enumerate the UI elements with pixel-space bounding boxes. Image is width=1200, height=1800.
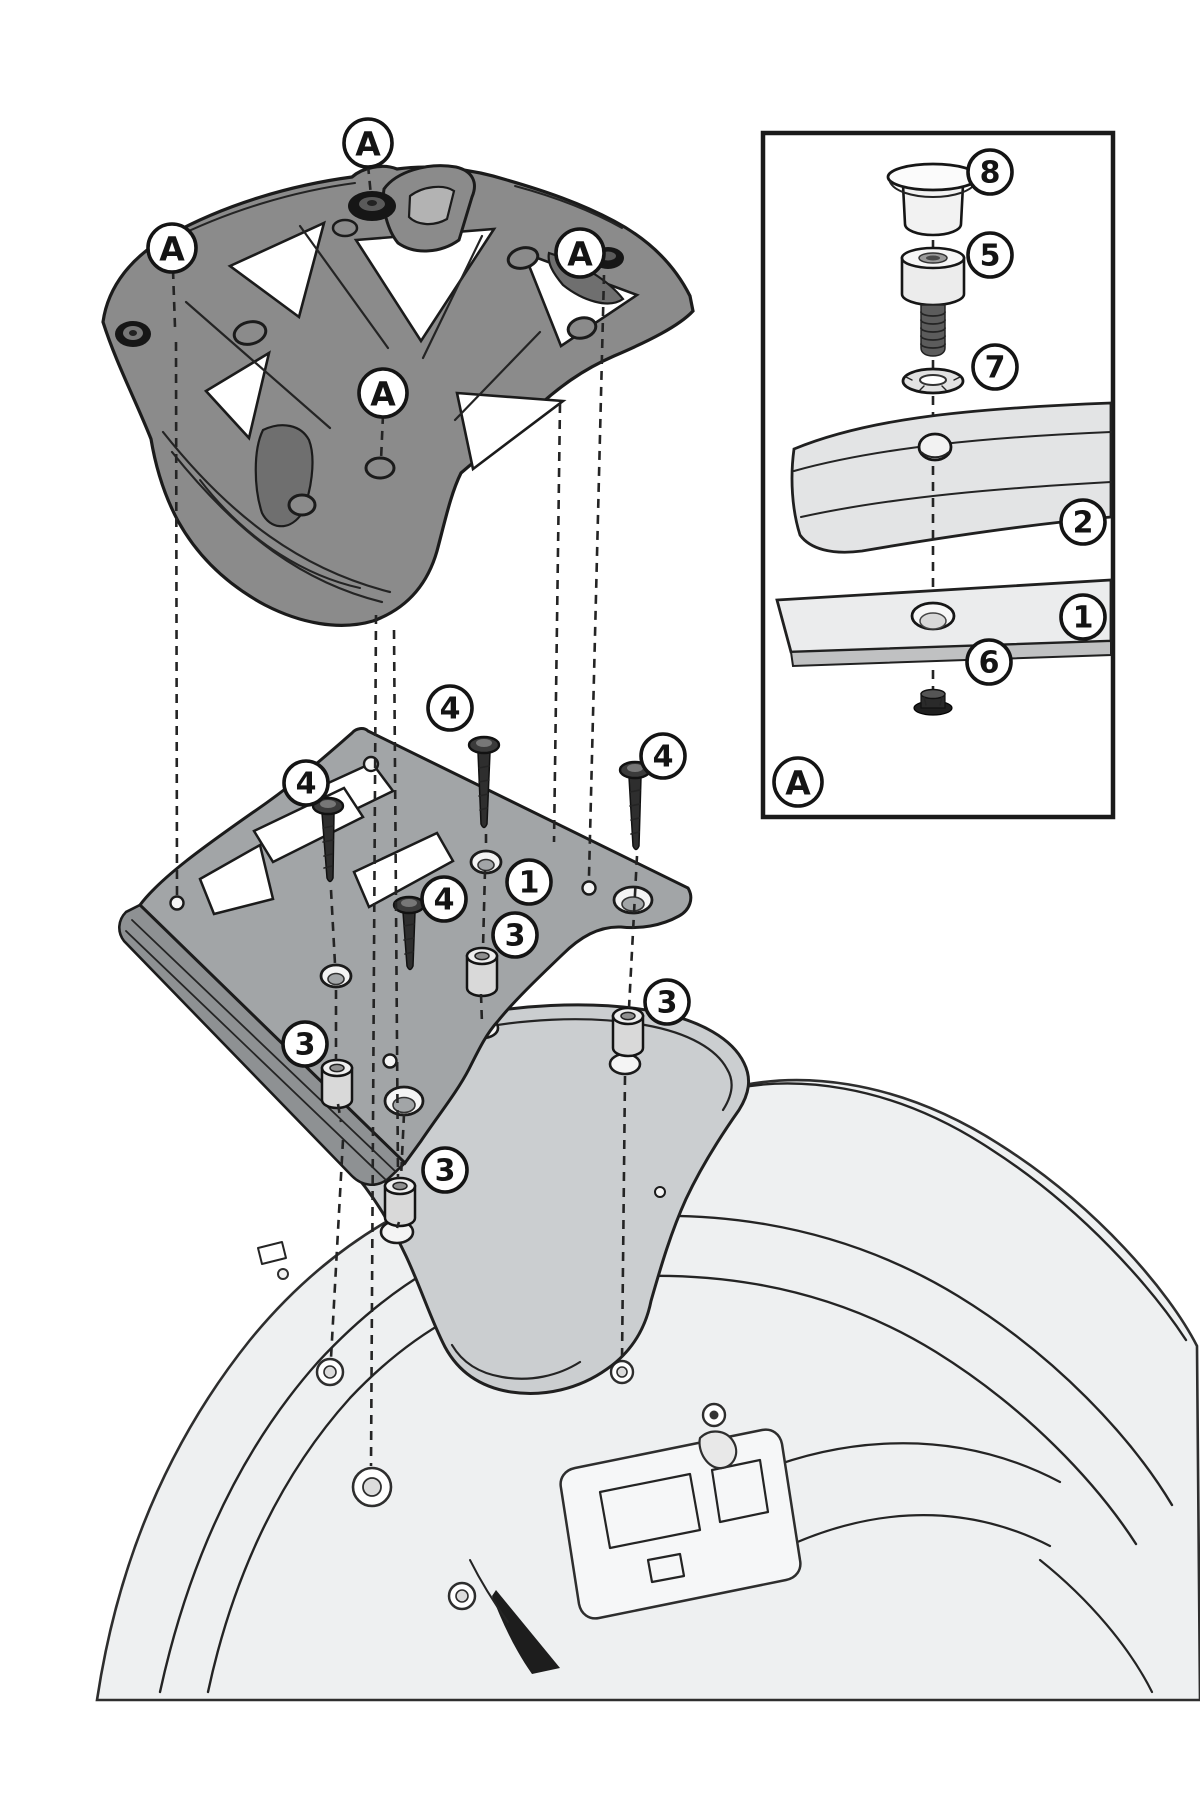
svg-text:4: 4 <box>653 740 674 775</box>
flange-nut-part <box>913 688 953 716</box>
spacer <box>465 946 499 998</box>
callout-A: A <box>146 222 198 274</box>
svg-text:8: 8 <box>980 156 1001 191</box>
callout-4: 4 <box>639 732 687 780</box>
callout-A: A <box>357 367 409 419</box>
callout-4: 4 <box>426 684 474 732</box>
screws <box>311 735 652 971</box>
svg-text:4: 4 <box>434 883 455 918</box>
svg-text:A: A <box>355 125 381 164</box>
cowl-section-part <box>790 401 1113 554</box>
inset-callouts-layer: 8 5 7 2 1 6A <box>772 148 1107 808</box>
cap-part <box>886 162 980 237</box>
svg-text:3: 3 <box>435 1154 456 1189</box>
washer-part <box>901 367 965 395</box>
plate-holes <box>169 755 654 1117</box>
svg-text:6: 6 <box>979 646 1000 681</box>
callout-4: 4 <box>420 875 468 923</box>
svg-text:5: 5 <box>980 239 1001 274</box>
spacers <box>320 946 645 1228</box>
spacer <box>611 1006 645 1058</box>
callout-1: 1 <box>505 858 553 906</box>
seat-lock-arrow <box>492 1590 560 1674</box>
svg-text:1: 1 <box>1073 601 1094 636</box>
svg-text:A: A <box>159 230 185 269</box>
callout-3: 3 <box>281 1020 329 1068</box>
screw <box>618 760 652 851</box>
rack-holes <box>232 218 598 517</box>
seat-latch-bracket <box>698 1402 738 1470</box>
svg-text:2: 2 <box>1073 506 1094 541</box>
callout-A: A <box>342 117 394 169</box>
svg-text:3: 3 <box>657 986 678 1021</box>
callout-7: 7 <box>971 343 1019 391</box>
spacer <box>320 1058 354 1110</box>
screw <box>311 796 345 883</box>
svg-text:4: 4 <box>440 692 461 727</box>
callout-3: 3 <box>643 978 691 1026</box>
svg-text:1: 1 <box>519 866 540 901</box>
callout-6: 6 <box>965 638 1013 686</box>
callout-3: 3 <box>491 911 539 959</box>
svg-text:A: A <box>785 764 811 803</box>
plate-edge-part <box>775 578 1113 668</box>
svg-text:4: 4 <box>296 767 317 802</box>
rack-handle-sail <box>381 164 476 253</box>
dashed-guides <box>171 164 639 1467</box>
spacer <box>383 1176 417 1228</box>
callout-8: 8 <box>966 148 1014 196</box>
callout-A: A <box>772 756 824 808</box>
detail-inset <box>760 130 1116 820</box>
callout-5: 5 <box>966 231 1014 279</box>
svg-text:7: 7 <box>985 351 1006 386</box>
callout-2: 2 <box>1059 498 1107 546</box>
callout-4: 4 <box>282 759 330 807</box>
main-callouts-layer: A A A A 4 4 4 4 1 3 3 3 3 <box>146 117 691 1194</box>
svg-text:A: A <box>370 375 396 414</box>
scooter-mount-holes <box>277 1268 635 1611</box>
scooter-body <box>95 1078 1200 1702</box>
rack-cutouts <box>203 220 640 472</box>
threaded-bush-part <box>900 246 966 357</box>
callout-1: 1 <box>1059 593 1107 641</box>
svg-text:3: 3 <box>505 919 526 954</box>
svg-text:3: 3 <box>295 1028 316 1063</box>
seat-recess-panel <box>559 1428 802 1620</box>
screw <box>467 735 501 829</box>
callout-3: 3 <box>421 1146 469 1194</box>
svg-text:A: A <box>567 235 593 274</box>
callout-A: A <box>554 227 606 279</box>
